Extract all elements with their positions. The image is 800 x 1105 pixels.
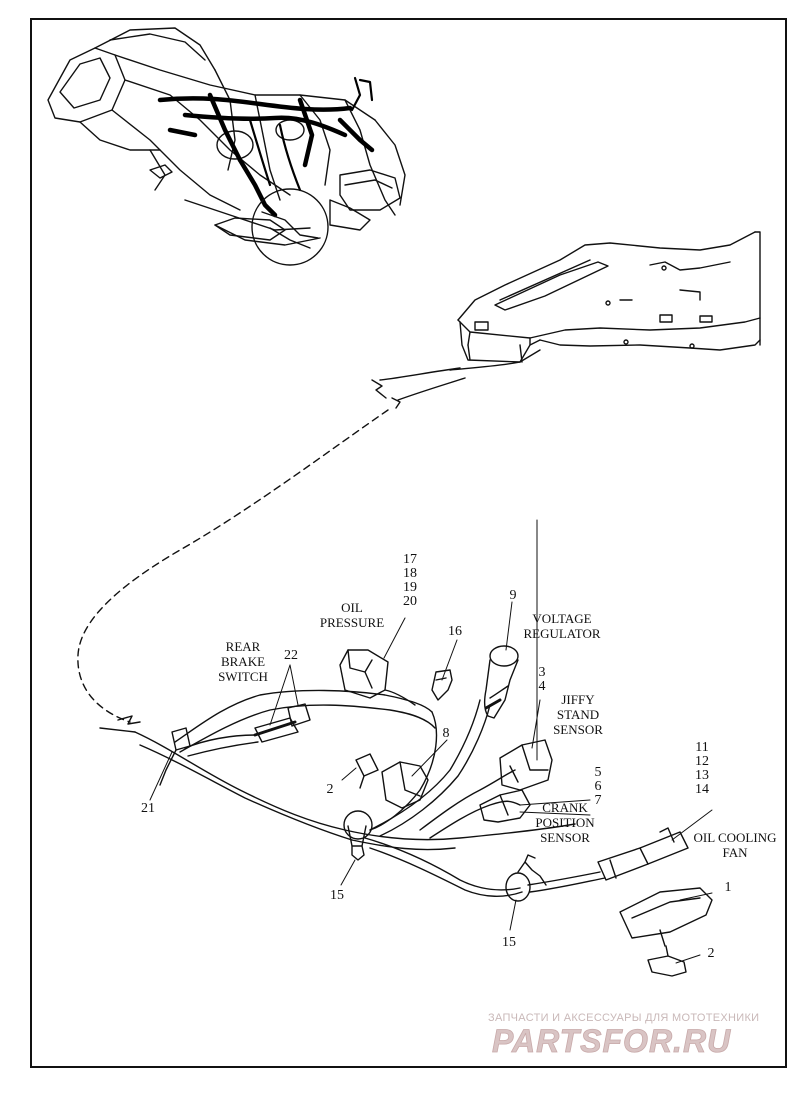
label-oil-cooling-fan: OIL COOLING FAN <box>693 830 777 860</box>
callout-4: 4 <box>538 679 546 694</box>
callout-13: 13 <box>695 768 709 783</box>
clip-16 <box>431 669 453 701</box>
callout-2-left: 2 <box>326 782 334 797</box>
connector-1 <box>619 887 713 939</box>
callout-7: 7 <box>594 793 602 808</box>
label-rear-brake-switch: REAR BRAKE SWITCH <box>218 639 268 684</box>
label-jiffy-stand-sensor: JIFFY STAND SENSOR <box>553 692 603 737</box>
callout-6: 6 <box>594 779 602 794</box>
callout-15-right: 15 <box>502 935 516 950</box>
callout-22: 22 <box>284 648 298 663</box>
voltage-regulator-connector <box>483 645 519 719</box>
label-oil-pressure: OIL PRESSURE <box>319 600 385 630</box>
rear-brake-switch-connectors <box>253 703 311 743</box>
diagram-frame <box>30 18 787 1068</box>
label-crank-position-sensor: CRANK POSITION SENSOR <box>535 800 595 845</box>
jiffy-stand-connector <box>499 739 553 791</box>
callout-3-4: 3 4 <box>532 666 552 694</box>
callout-14: 14 <box>695 782 709 797</box>
callout-8: 8 <box>442 726 450 741</box>
harness-route-dashed <box>77 409 389 723</box>
callout-17: 17 <box>403 552 417 567</box>
callout-21: 21 <box>141 801 155 816</box>
callout-20: 20 <box>403 594 417 609</box>
crank-position-connector <box>479 789 531 823</box>
harness-clip-15-right <box>505 854 547 902</box>
callout-5: 5 <box>594 765 602 780</box>
callout-12: 12 <box>695 754 709 769</box>
push-pin-2-right <box>647 955 687 977</box>
callout-15-left: 15 <box>330 888 344 903</box>
callout-2-right: 2 <box>707 946 715 961</box>
callout-19: 19 <box>403 580 417 595</box>
callout-1: 1 <box>724 880 732 895</box>
callout-11: 11 <box>695 740 709 755</box>
callout-16: 16 <box>448 624 462 639</box>
oil-cooling-fan-connector <box>597 831 689 881</box>
oil-pressure-connector <box>339 649 389 699</box>
motorcycle-frame-overview <box>47 27 406 266</box>
oil-pan-assembly <box>371 231 761 409</box>
watermark-logo-text: PARTSFOR.RU <box>492 1024 731 1058</box>
watermark-tagline: ЗАПЧАСТИ И АКСЕССУАРЫ ДЛЯ МОТОТЕХНИКИ <box>488 1012 760 1024</box>
harness-clip-15-left <box>343 810 373 861</box>
callout-9: 9 <box>509 588 517 603</box>
push-pin-2-left <box>355 753 379 777</box>
leader-lines <box>149 519 713 964</box>
callout-18: 18 <box>403 566 417 581</box>
callout-5-7: 5 6 7 <box>588 766 608 808</box>
main-harness <box>134 689 576 897</box>
callout-3: 3 <box>538 665 546 680</box>
label-voltage-regulator: VOLTAGE REGULATOR <box>523 611 601 641</box>
connector-8 <box>381 761 429 809</box>
callout-17-20: 17 18 19 20 <box>398 553 422 609</box>
callout-11-14: 11 12 13 14 <box>690 741 714 797</box>
watermark-logo: PARTSFOR.RU <box>492 1024 731 1058</box>
